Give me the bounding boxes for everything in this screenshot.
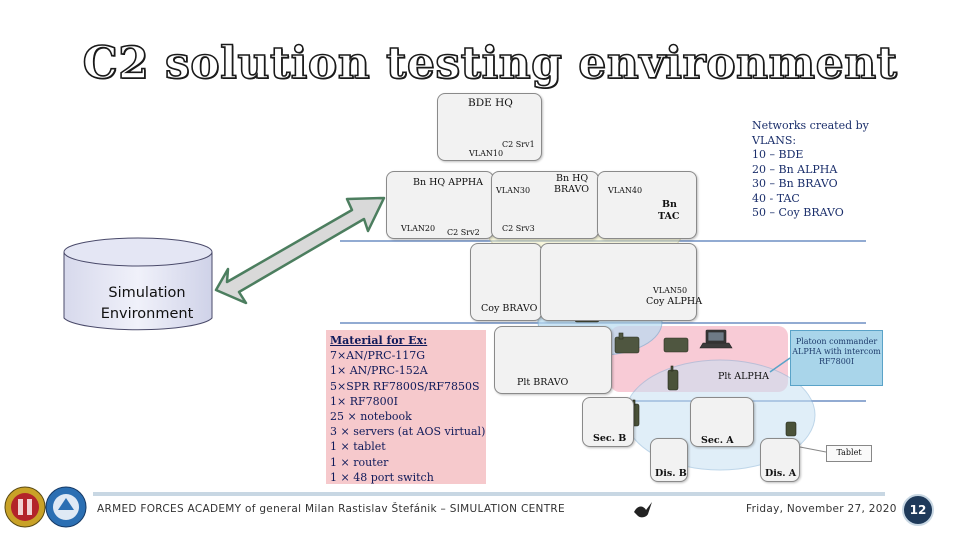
bn-hq-alpha-title: Bn HQ APPHA [413, 177, 484, 188]
material-item: 1 × 48 port switch [330, 470, 434, 484]
bn-hq-alpha-box: Bn HQ APPHA VLAN20 C2 Srv2 [386, 171, 494, 239]
simulation-cylinder [63, 237, 213, 331]
coy-bravo-title: Coy BRAVO [481, 303, 538, 314]
bird-icon [634, 502, 652, 518]
bn-hq-bravo-title-2: BRAVO [554, 184, 590, 195]
dis-a-title: Dis. A [765, 468, 797, 479]
coy-alpha-title: Coy ALPHA [646, 296, 703, 307]
coy-bravo-box: Coy BRAVO [470, 243, 542, 321]
bn-tac-box: VLAN40 Bn TAC [597, 171, 697, 239]
material-item: 25 × notebook [330, 410, 412, 424]
radio-unit-icon [614, 332, 640, 354]
simulation-label-line2: Environment [100, 306, 194, 322]
bn-tac-title-2: TAC [658, 211, 680, 222]
page-number-badge: 12 [902, 494, 934, 526]
bn-hq-bravo-box: VLAN30 Bn HQ BRAVO C2 Srv3 [491, 171, 599, 239]
bn-tac-vlan: VLAN40 [608, 186, 643, 195]
vlan-legend: Networks created by VLANS: 10 – BDE 20 –… [752, 119, 869, 221]
footer-date: Friday, November 27, 2020 [746, 503, 897, 515]
handheld-radio-icon [667, 365, 679, 391]
platoon-commander-line1: Platoon commander [795, 337, 878, 346]
material-header: Material for Ex: [330, 334, 428, 347]
simulation-environment-label: Simulation Environment [72, 283, 222, 325]
plt-bravo-title: Plt BRAVO [517, 377, 569, 388]
sec-a-title: Sec. A [701, 435, 734, 446]
tablet-box: Tablet [826, 445, 872, 462]
legend-item: 30 – Bn BRAVO [752, 177, 838, 190]
legend-item: 50 – Coy BRAVO [752, 206, 844, 219]
sec-a-box: Sec. A [690, 397, 754, 447]
coy-alpha-vlan: VLAN50 [653, 286, 688, 295]
double-arrow-icon [214, 196, 386, 305]
bn-hq-alpha-vlan: VLAN20 [401, 224, 436, 233]
academy-crest-icon [4, 486, 46, 528]
platoon-commander-line2: ALPHA with intercom [792, 347, 881, 356]
material-item: 1 × router [330, 455, 389, 469]
legend-item: 40 - TAC [752, 191, 800, 205]
material-item: 7×AN/PRC-117G [330, 349, 426, 363]
legend-item: 10 – BDE [752, 148, 804, 161]
bn-tac-title-1: Bn [662, 199, 677, 210]
academy-logos [4, 486, 87, 528]
radio-unit-icon [663, 337, 689, 353]
platoon-commander-line3: RF7800I [818, 357, 855, 366]
bde-hq-vlan: VLAN10 [469, 149, 504, 158]
dis-b-title: Dis. B [655, 468, 687, 479]
material-item: 1× RF7800I [330, 394, 398, 408]
footer-divider [93, 492, 885, 496]
dis-b-box: Dis. B [650, 438, 688, 482]
footer-institution: ARMED FORCES ACADEMY of general Milan Ra… [97, 503, 565, 515]
coy-alpha-box: VLAN50 Coy ALPHA [540, 243, 702, 321]
bn-hq-bravo-server: C2 Srv3 [502, 224, 535, 233]
dis-a-box: Dis. A [760, 438, 800, 482]
bde-hq-title: BDE HQ [468, 97, 513, 109]
simulation-centre-crest-icon [45, 486, 87, 528]
material-list: Material for Ex: 7×AN/PRC-117G 1× AN/PRC… [326, 330, 486, 484]
plt-bravo-box: Plt BRAVO [494, 326, 612, 394]
legend-header-1: Networks created by [752, 119, 869, 132]
handheld-radio-icon [785, 421, 797, 437]
laptop-icon [699, 329, 733, 349]
sec-b-box: Sec. B [582, 397, 634, 447]
legend-header-2: VLANS: [752, 133, 797, 147]
simulation-label-line1: Simulation [108, 285, 186, 301]
sec-b-title: Sec. B [593, 433, 627, 444]
bn-hq-bravo-vlan: VLAN30 [496, 186, 531, 195]
plt-alpha-title: Plt ALPHA [718, 371, 769, 382]
slide-title: C2 solution testing environment [82, 37, 898, 90]
material-item: 3 × servers (at AOS virtual) [330, 425, 486, 439]
material-item: 1 × tablet [330, 440, 386, 454]
bde-hq-server: C2 Srv1 [502, 140, 535, 149]
legend-item: 20 – Bn ALPHA [752, 162, 838, 176]
material-item: 1× AN/PRC-152A [330, 364, 428, 378]
bn-hq-alpha-server: C2 Srv2 [447, 228, 480, 237]
bde-hq-box: BDE HQ C2 Srv1 VLAN10 [437, 93, 542, 161]
material-item: 5×SPR RF7800S/RF7850S [330, 379, 480, 393]
bn-hq-bravo-title-1: Bn HQ [556, 173, 589, 184]
platoon-commander-box: Platoon commander ALPHA with intercom RF… [790, 330, 883, 386]
